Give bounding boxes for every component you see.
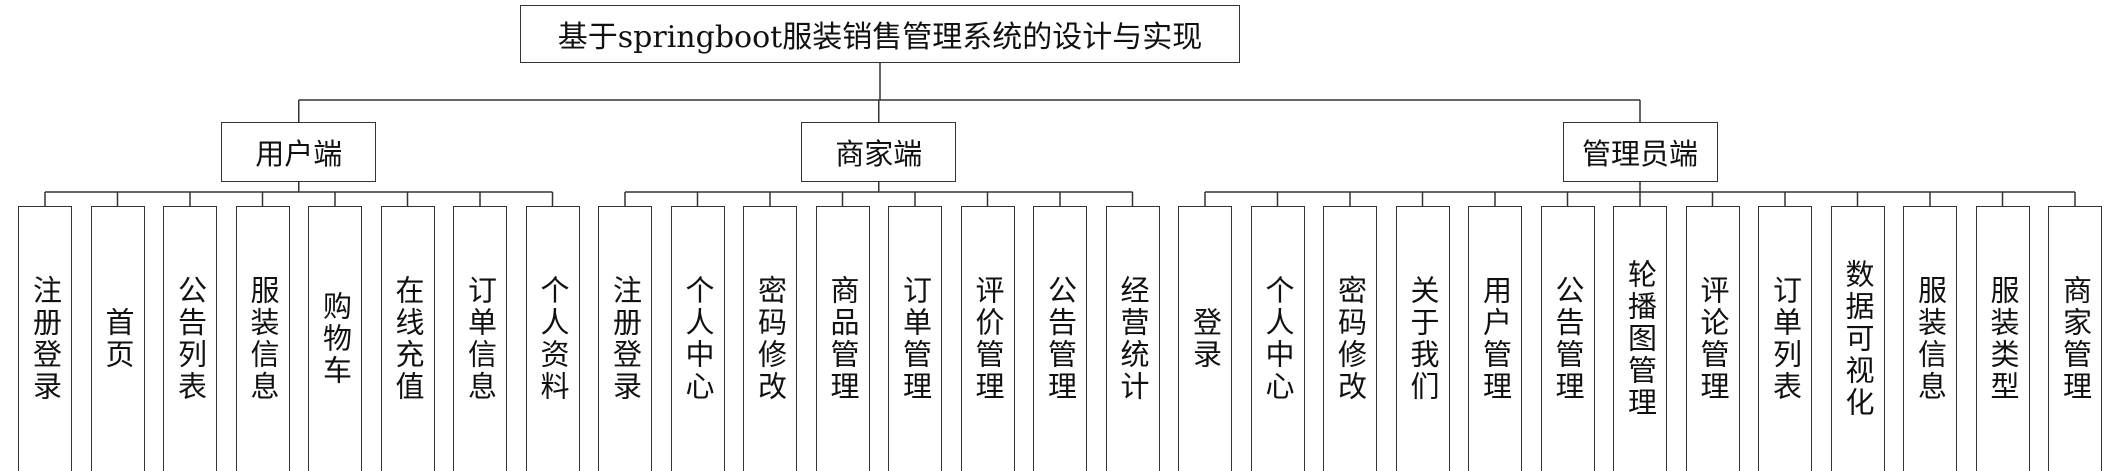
module-box: 密码修改 <box>1323 206 1377 471</box>
module-box: 公告列表 <box>163 206 217 471</box>
module-box: 服装类型 <box>1975 206 2030 471</box>
module-box: 评价管理 <box>960 206 1015 471</box>
module-box: 轮播图管理 <box>1613 206 1667 471</box>
module-box: 个人中心 <box>1250 206 1305 471</box>
module-box: 公告管理 <box>1540 206 1595 471</box>
module-box: 关于我们 <box>1395 206 1450 471</box>
module-box: 商家管理 <box>2048 206 2102 471</box>
module-box: 首页 <box>90 206 145 471</box>
module-box: 个人资料 <box>525 206 580 471</box>
module-box: 在线充值 <box>380 206 435 471</box>
root-title-box: 基于springboot服装销售管理系统的设计与实现 <box>520 5 1240 63</box>
module-box: 服装信息 <box>1903 206 1957 471</box>
module-box: 订单列表 <box>1758 206 1812 471</box>
group-box-merchant: 商家端 <box>801 122 957 182</box>
module-box: 商品管理 <box>815 206 870 471</box>
module-box: 公告管理 <box>1033 206 1087 471</box>
group-box-user: 用户端 <box>221 122 377 182</box>
module-box: 登录 <box>1178 206 1232 471</box>
module-box: 个人中心 <box>670 206 725 471</box>
group-box-admin: 管理员端 <box>1562 122 1718 182</box>
module-box: 数据可视化 <box>1830 206 1885 471</box>
connector-lines <box>44 63 2076 206</box>
module-box: 密码修改 <box>743 206 797 471</box>
module-box: 评论管理 <box>1685 206 1740 471</box>
module-box: 服装信息 <box>235 206 290 471</box>
module-box: 订单信息 <box>453 206 507 471</box>
module-box: 注册登录 <box>598 206 652 471</box>
module-box: 用户管理 <box>1468 206 1522 471</box>
module-box: 订单管理 <box>888 206 942 471</box>
system-structure-diagram: 基于springboot服装销售管理系统的设计与实现 用户端注册登录首页公告列表… <box>18 5 2102 471</box>
module-box: 经营统计 <box>1105 206 1160 471</box>
module-box: 注册登录 <box>18 206 72 471</box>
module-box: 购物车 <box>308 206 362 471</box>
